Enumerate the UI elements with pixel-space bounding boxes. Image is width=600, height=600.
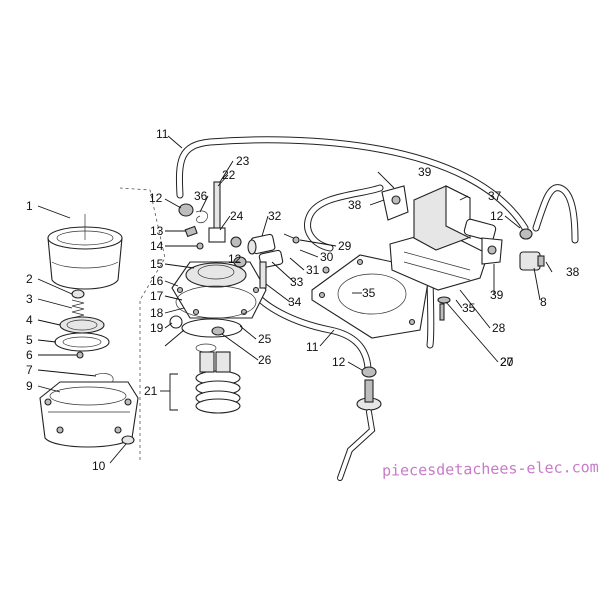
callout-39-a: 39 [418, 165, 432, 179]
callout-11-top: 11 [156, 127, 169, 141]
part-bolt-34 [259, 261, 267, 289]
callout-labels: 1 2 3 4 5 6 7 9 10 11 11 12 12 12 12 13 … [26, 127, 580, 473]
part-foot [121, 435, 135, 445]
callout-17: 17 [150, 289, 164, 303]
part-ball [169, 315, 183, 329]
part-shower-plate [59, 316, 105, 334]
callout-31: 31 [306, 263, 320, 277]
callout-28: 28 [492, 321, 506, 335]
callout-32: 32 [268, 209, 282, 223]
callout-36: 36 [194, 189, 208, 203]
part-boiler-body [171, 261, 267, 319]
callout-27: 27 [500, 355, 514, 369]
callout-4: 4 [26, 313, 33, 327]
callout-12-d: 12 [332, 355, 346, 369]
hose-11-lower [248, 286, 372, 372]
part-base-plate [311, 254, 431, 339]
callout-14: 14 [150, 239, 164, 253]
callout-29: 29 [338, 239, 352, 253]
callout-20: 20 [500, 355, 514, 369]
part-steam-wand [337, 379, 382, 481]
part-mount-39b [481, 237, 503, 265]
part-heating-element [195, 343, 241, 414]
part-nut-12d [361, 366, 377, 378]
callout-19: 19 [150, 321, 164, 335]
callout-26: 26 [258, 353, 272, 367]
part-screw-13 [184, 225, 198, 238]
part-washer-14 [196, 242, 204, 250]
callout-24: 24 [230, 209, 244, 223]
part-filter-basket [47, 214, 123, 290]
part-nut-12c [519, 228, 533, 240]
callout-15: 15 [150, 257, 164, 271]
part-boiler-gasket [175, 285, 257, 319]
part-spring [71, 299, 85, 319]
part-washer-27 [437, 296, 451, 304]
callout-38-b: 38 [566, 265, 580, 279]
callout-34: 34 [288, 295, 302, 309]
callout-10: 10 [92, 459, 106, 473]
part-nut-12a [178, 203, 194, 217]
part-pump-bracket [389, 229, 489, 291]
part-screw-20 [439, 303, 445, 321]
part-pump-body [413, 185, 497, 251]
dashed-separator [119, 187, 166, 460]
callout-18: 18 [150, 306, 164, 320]
callout-30: 30 [320, 250, 334, 264]
callout-8: 8 [540, 295, 547, 309]
part-mount-39a [381, 185, 409, 221]
callout-25: 25 [258, 332, 272, 346]
part-screw-30 [283, 233, 300, 244]
callout-1: 1 [26, 199, 33, 213]
callout-12-c: 12 [490, 209, 504, 223]
callout-39-b: 39 [490, 288, 504, 302]
part-solenoid-32 [247, 233, 276, 255]
part-boiler-bottom [181, 318, 243, 338]
leader-lines [37, 135, 553, 464]
callout-6: 6 [26, 348, 33, 362]
callout-3: 3 [26, 292, 33, 306]
part-gasket-ring [54, 332, 110, 352]
callout-37: 37 [488, 189, 502, 203]
part-small-screw-6 [76, 351, 84, 359]
callout-16: 16 [150, 274, 164, 288]
callout-5: 5 [26, 333, 33, 347]
callout-23: 23 [236, 154, 250, 168]
callout-7: 7 [26, 363, 33, 377]
callout-22: 22 [222, 168, 236, 182]
hose-11-top [176, 136, 529, 232]
part-screw-29 [322, 266, 330, 274]
part-group-housing [39, 381, 139, 448]
part-spring-clip-36 [195, 210, 208, 224]
callout-33: 33 [290, 275, 304, 289]
callout-2: 2 [26, 272, 33, 286]
hose-38-left [304, 184, 384, 252]
callout-13: 13 [150, 224, 164, 238]
callout-12-b: 12 [228, 252, 242, 266]
hose-38-right [532, 184, 579, 244]
callout-11-lower: 11 [306, 340, 319, 354]
callout-21: 21 [144, 384, 158, 398]
part-valve-stem [208, 181, 242, 248]
callout-35-b: 35 [462, 301, 476, 315]
part-small-knob [71, 289, 85, 299]
part-connector-8 [519, 251, 545, 271]
callout-9: 9 [26, 379, 33, 393]
callout-35-a: 35 [362, 286, 376, 300]
watermark: piecesdetachees-elec.com [382, 458, 599, 480]
callout-12-a: 12 [149, 191, 163, 205]
callout-38-a: 38 [348, 198, 362, 212]
